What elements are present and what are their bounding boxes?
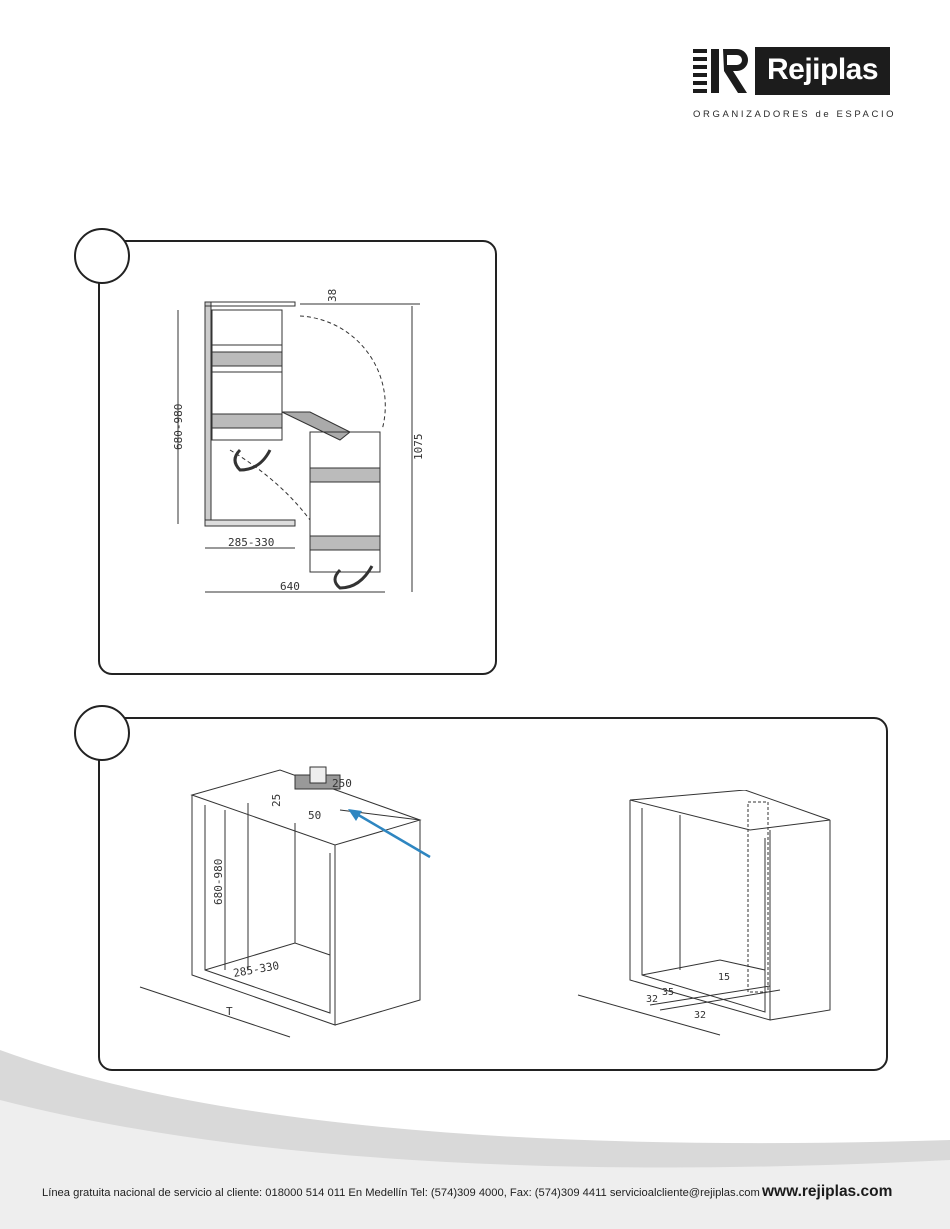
logo-wordmark: Rejiplas bbox=[767, 53, 878, 87]
dim-bracket-height-label: 25 bbox=[270, 794, 283, 807]
dim-t-label: T bbox=[226, 1005, 233, 1018]
rejiplas-logo-icon bbox=[693, 47, 751, 95]
step-badge-1 bbox=[74, 228, 130, 284]
dim-height-label-2: 680-980 bbox=[212, 859, 225, 905]
cabinet-right-diagram: 32 35 32 15 bbox=[570, 790, 840, 1040]
dim-right-b: 35 bbox=[662, 987, 674, 998]
dim-offset-label: 38 bbox=[326, 289, 339, 302]
dim-bracket-offset-label: 50 bbox=[308, 809, 321, 822]
dim-total-height-label: 1075 bbox=[412, 434, 425, 461]
dim-bracket-width-label: 250 bbox=[332, 777, 352, 790]
dim-depth-label-2: 285-330 bbox=[232, 959, 280, 980]
footer-contact-text: Línea gratuita nacional de servicio al c… bbox=[42, 1187, 760, 1199]
logo-tagline: ORGANIZADORES de ESPACIO bbox=[693, 109, 896, 120]
dim-height-label: 680-980 bbox=[172, 404, 185, 450]
dim-right-a: 32 bbox=[646, 994, 658, 1005]
dim-depth-label: 285-330 bbox=[228, 536, 274, 549]
footer-url-link[interactable]: www.rejiplas.com bbox=[762, 1183, 892, 1201]
dim-right-d: 15 bbox=[718, 972, 730, 983]
top-view-diagram: 680-980 285-330 640 1075 38 bbox=[160, 280, 440, 610]
brand-logo: Rejiplas ORGANIZADORES de ESPACIO bbox=[693, 47, 905, 122]
cabinet-left-diagram: 680-980 285-330 250 25 50 T bbox=[130, 765, 450, 1045]
step-badge-2 bbox=[74, 705, 130, 761]
dim-width-label: 640 bbox=[280, 580, 300, 593]
